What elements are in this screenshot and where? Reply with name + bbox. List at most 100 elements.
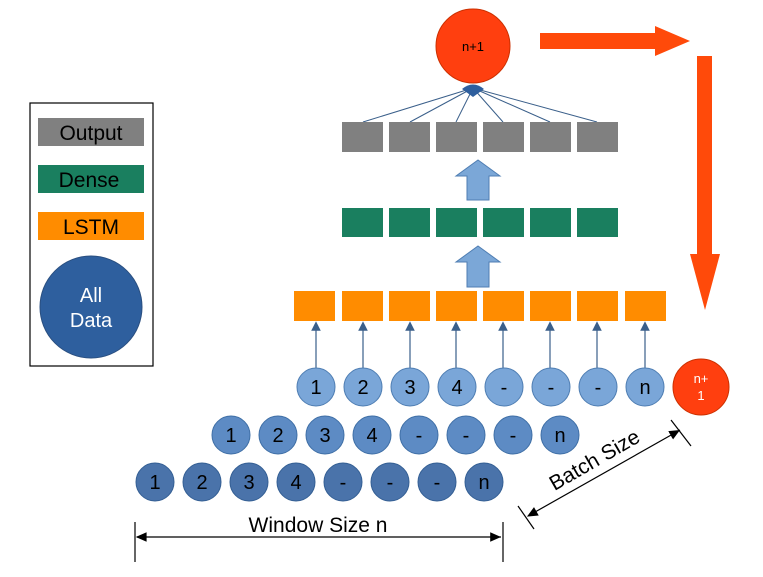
sequence-item-circle bbox=[417, 462, 457, 502]
sequence-item-label: n bbox=[639, 377, 650, 399]
dense-unit bbox=[577, 208, 618, 237]
sequence-item-label: 3 bbox=[243, 472, 254, 494]
sequence-item-label: n bbox=[554, 425, 565, 447]
sequence-item-circle bbox=[229, 462, 269, 502]
sequence-item-circle bbox=[531, 367, 571, 407]
sequence-item-label: 4 bbox=[290, 472, 301, 494]
fan-line bbox=[472, 87, 504, 123]
lstm-unit bbox=[436, 291, 477, 321]
fan-line bbox=[362, 87, 474, 123]
sequence-row-1: 1 2 3 4 - - - n bbox=[296, 367, 665, 407]
sequence-item-circle bbox=[464, 462, 504, 502]
sequence-item-label: 3 bbox=[404, 377, 415, 399]
dense-to-output-arrow bbox=[454, 159, 502, 201]
legend-all-data-circle bbox=[39, 255, 143, 359]
sequence-item-circle bbox=[446, 415, 486, 455]
prediction-side-label-1: n+ bbox=[694, 371, 709, 386]
sequence-item-circle bbox=[305, 415, 345, 455]
lstm-unit bbox=[483, 291, 524, 321]
lstm-layer bbox=[294, 291, 666, 321]
sequence-item-label: - bbox=[595, 377, 602, 399]
legend-dense-label: Dense bbox=[59, 169, 120, 192]
sequence-item-label: - bbox=[416, 425, 423, 447]
output-unit bbox=[483, 122, 524, 152]
prediction-node-top: n+1 bbox=[435, 8, 511, 97]
fan-merge-arrowhead bbox=[462, 84, 484, 97]
prediction-side-label-2: 1 bbox=[697, 388, 704, 403]
prediction-label: n+1 bbox=[462, 39, 484, 54]
sequence-item-label: - bbox=[340, 472, 347, 494]
sequence-item-label: 1 bbox=[225, 425, 236, 447]
flow-arrow-down bbox=[690, 56, 720, 310]
output-fan-lines bbox=[362, 87, 598, 123]
lstm-unit bbox=[625, 291, 666, 321]
prediction-node-side: n+ 1 bbox=[672, 358, 730, 416]
window-size-label: Window Size n bbox=[249, 514, 388, 537]
sequence-item-label: 3 bbox=[319, 425, 330, 447]
output-unit bbox=[530, 122, 571, 152]
sequence-item-label: 2 bbox=[357, 377, 368, 399]
flow-arrow-right bbox=[540, 26, 690, 56]
prediction-circle bbox=[435, 8, 511, 84]
lstm-unit bbox=[530, 291, 571, 321]
sequence-item-circle bbox=[352, 415, 392, 455]
output-unit bbox=[389, 122, 430, 152]
sequence-item-circle bbox=[323, 462, 363, 502]
prediction-side-circle bbox=[672, 358, 730, 416]
sequence-item-label: 1 bbox=[149, 472, 160, 494]
sequence-item-circle bbox=[182, 462, 222, 502]
sequence-item-label: n bbox=[478, 472, 489, 494]
sequence-item-label: 4 bbox=[366, 425, 377, 447]
batch-dimension-line bbox=[526, 429, 681, 517]
dense-layer bbox=[342, 208, 618, 237]
sequence-item-circle bbox=[135, 462, 175, 502]
window-size-dimension: Window Size n bbox=[134, 514, 504, 562]
sequence-item-circle bbox=[343, 367, 383, 407]
sequence-item-label: 4 bbox=[451, 377, 462, 399]
output-layer bbox=[342, 122, 618, 152]
legend-all-data-label-2: Data bbox=[70, 310, 113, 332]
sequence-row-3: 1 2 3 4 - - - n bbox=[135, 462, 504, 502]
output-unit bbox=[577, 122, 618, 152]
sequence-item-circle bbox=[258, 415, 298, 455]
sequence-item-label: - bbox=[387, 472, 394, 494]
dense-unit bbox=[483, 208, 524, 237]
lstm-to-dense-arrow bbox=[454, 245, 502, 288]
sequence-item-circle bbox=[625, 367, 665, 407]
sequence-item-label: - bbox=[510, 425, 517, 447]
sequence-item-circle bbox=[399, 415, 439, 455]
legend-lstm-label: LSTM bbox=[63, 216, 119, 239]
lstm-unit bbox=[577, 291, 618, 321]
sequence-item-circle bbox=[578, 367, 618, 407]
fan-line bbox=[409, 87, 474, 123]
sequence-item-label: - bbox=[434, 472, 441, 494]
sequence-item-label: 1 bbox=[310, 377, 321, 399]
batch-tick-bottom bbox=[517, 505, 535, 530]
sequence-item-label: - bbox=[463, 425, 470, 447]
batch-tick-top bbox=[670, 419, 692, 447]
sequence-item-circle bbox=[296, 367, 336, 407]
sequence-item-label: 2 bbox=[196, 472, 207, 494]
dense-unit bbox=[436, 208, 477, 237]
dense-unit bbox=[530, 208, 571, 237]
legend-dense-swatch bbox=[38, 165, 144, 193]
legend: Output Dense LSTM All Data bbox=[29, 102, 154, 367]
output-unit bbox=[342, 122, 383, 152]
legend-lstm-swatch bbox=[38, 212, 144, 240]
fan-line bbox=[472, 87, 598, 123]
sequence-item-label: - bbox=[548, 377, 555, 399]
output-unit bbox=[436, 122, 477, 152]
lstm-unit bbox=[389, 291, 430, 321]
sequence-item-label: - bbox=[501, 377, 508, 399]
sequence-item-circle bbox=[484, 367, 524, 407]
lstm-unit bbox=[342, 291, 383, 321]
sequence-item-circle bbox=[276, 462, 316, 502]
sequence-item-circle bbox=[211, 415, 251, 455]
sequence-item-circle bbox=[390, 367, 430, 407]
lstm-unit bbox=[294, 291, 335, 321]
legend-output-label: Output bbox=[59, 122, 122, 145]
dense-unit bbox=[389, 208, 430, 237]
sequence-item-circle bbox=[370, 462, 410, 502]
dense-unit bbox=[342, 208, 383, 237]
